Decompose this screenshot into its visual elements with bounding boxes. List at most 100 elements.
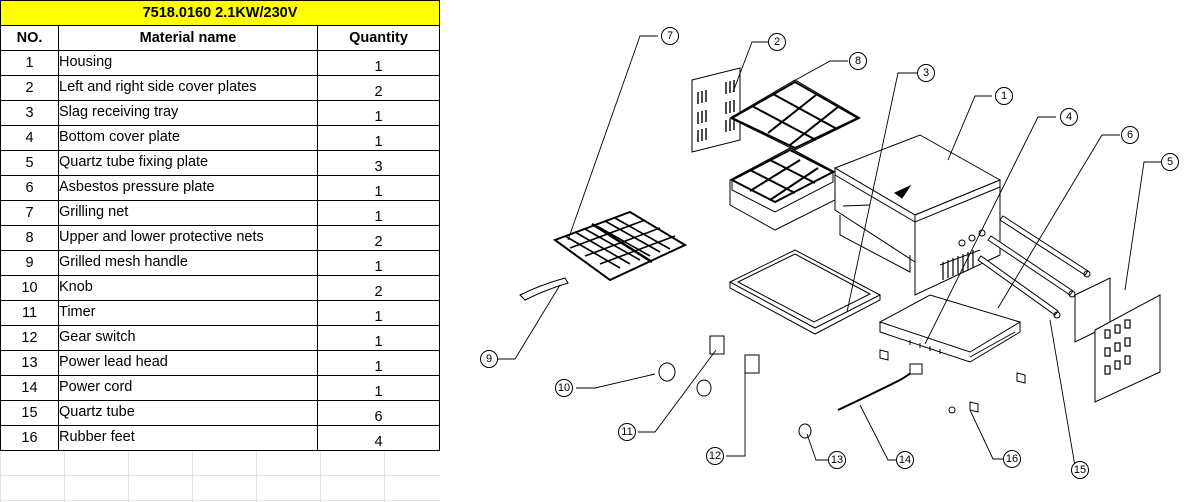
material-name-cell: Upper and lower protective nets <box>58 225 318 251</box>
quantity-cell: 2 <box>317 275 440 301</box>
material-name-cell: Slag receiving tray <box>58 100 318 126</box>
row-number-cell: 15 <box>0 400 59 426</box>
material-name-text: Left and right side cover plates <box>59 79 257 95</box>
material-name-text: Slag receiving tray <box>59 104 179 120</box>
row-number-text: 11 <box>21 305 38 321</box>
callout-label: 9 <box>486 353 492 365</box>
callout-label: 4 <box>1066 111 1072 123</box>
material-name-cell: Quartz tube <box>58 400 318 426</box>
material-name-cell: Knob <box>58 275 318 301</box>
row-number-text: 5 <box>25 155 34 171</box>
row-number-cell: 8 <box>0 225 59 251</box>
side-cover-plate-drawing <box>691 67 741 153</box>
quartz-fixing-plate-drawing <box>1074 277 1161 403</box>
quantity-cell: 1 <box>317 100 440 126</box>
row-number-cell: 7 <box>0 200 59 226</box>
material-name-text: Quartz tube fixing plate <box>59 154 209 170</box>
material-name-text: Asbestos pressure plate <box>59 179 215 195</box>
table-row: 3 Slag receiving tray 1 <box>0 100 440 126</box>
material-name-cell: Bottom cover plate <box>58 125 318 151</box>
material-name-text: Power cord <box>59 379 133 395</box>
material-name-text: Quartz tube <box>59 404 135 420</box>
quantity-text: 1 <box>374 384 383 400</box>
row-number-text: 8 <box>25 230 34 246</box>
callout-circle <box>1060 108 1078 126</box>
quantity-text: 2 <box>374 234 383 250</box>
callout-circle <box>706 447 724 465</box>
quantity-text: 1 <box>374 109 383 125</box>
quartz-tubes-drawing <box>977 215 1091 319</box>
quantity-cell: 1 <box>317 200 440 226</box>
row-number-cell: 2 <box>0 75 59 101</box>
quantity-cell: 3 <box>317 150 440 176</box>
quantity-text: 1 <box>374 134 383 150</box>
callout-label: 13 <box>831 454 843 466</box>
quantity-cell: 2 <box>317 75 440 101</box>
header-row: NO. Material name Quantity <box>0 25 440 51</box>
callout-6: 6 <box>1121 126 1139 144</box>
row-number-cell: 6 <box>0 175 59 201</box>
row-number-cell: 12 <box>0 325 59 351</box>
row-number-text: 14 <box>21 380 38 396</box>
header-no: NO. <box>0 25 59 51</box>
callout-label: 11 <box>621 426 632 438</box>
callout-8: 8 <box>849 52 867 70</box>
table-row: 5 Quartz tube fixing plate 3 <box>0 150 440 176</box>
callout-2: 2 <box>768 33 786 51</box>
material-name-text: Power lead head <box>59 354 168 370</box>
row-number-text: 9 <box>25 255 34 271</box>
row-number-text: 7 <box>25 205 34 221</box>
callout-3: 3 <box>917 64 935 82</box>
row-number-cell: 5 <box>0 150 59 176</box>
table-row: 2 Left and right side cover plates 2 <box>0 75 440 101</box>
callout-circle <box>1161 153 1179 171</box>
header-quantity: Quantity <box>317 25 440 51</box>
callout-label: 7 <box>667 30 673 42</box>
callout-4: 4 <box>1060 108 1078 126</box>
housing-drawing <box>833 134 1002 296</box>
material-name-cell: Rubber feet <box>58 425 318 451</box>
row-number-text: 12 <box>21 330 38 346</box>
material-name-cell: Gear switch <box>58 325 318 351</box>
callout-label: 6 <box>1127 129 1133 141</box>
material-name-text: Knob <box>59 279 93 295</box>
row-number-text: 2 <box>25 80 34 96</box>
callout-circle <box>896 451 914 469</box>
quantity-cell: 1 <box>317 125 440 151</box>
quantity-text: 1 <box>374 309 383 325</box>
callout-16: 16 <box>1003 450 1021 468</box>
callout-circle <box>1121 126 1139 144</box>
callout-circle <box>1071 461 1089 479</box>
parts-table: 7518.0160 2.1KW/230V NO. Material name Q… <box>0 0 440 451</box>
material-name-text: Gear switch <box>59 329 136 345</box>
material-name-text: Timer <box>59 304 96 320</box>
callout-circle <box>828 451 846 469</box>
protective-net-top-drawing <box>728 79 862 151</box>
quantity-cell: 1 <box>317 50 440 76</box>
quantity-text: 3 <box>374 159 383 175</box>
callout-14: 14 <box>896 451 914 469</box>
quantity-text: 1 <box>374 184 383 200</box>
table-row: 12 Gear switch 1 <box>0 325 440 351</box>
callout-13: 13 <box>828 451 846 469</box>
quantity-cell: 1 <box>317 175 440 201</box>
callout-12: 12 <box>706 447 724 465</box>
callout-circle <box>480 350 498 368</box>
quantity-cell: 1 <box>317 300 440 326</box>
row-number-cell: 14 <box>0 375 59 401</box>
material-name-text: Housing <box>59 54 113 70</box>
material-name-cell: Timer <box>58 300 318 326</box>
protective-net-bottom-drawing <box>729 147 836 231</box>
quantity-cell: 2 <box>317 225 440 251</box>
row-number-text: 3 <box>25 105 34 121</box>
quantity-text: 1 <box>374 334 383 350</box>
quantity-text: 1 <box>374 259 383 275</box>
